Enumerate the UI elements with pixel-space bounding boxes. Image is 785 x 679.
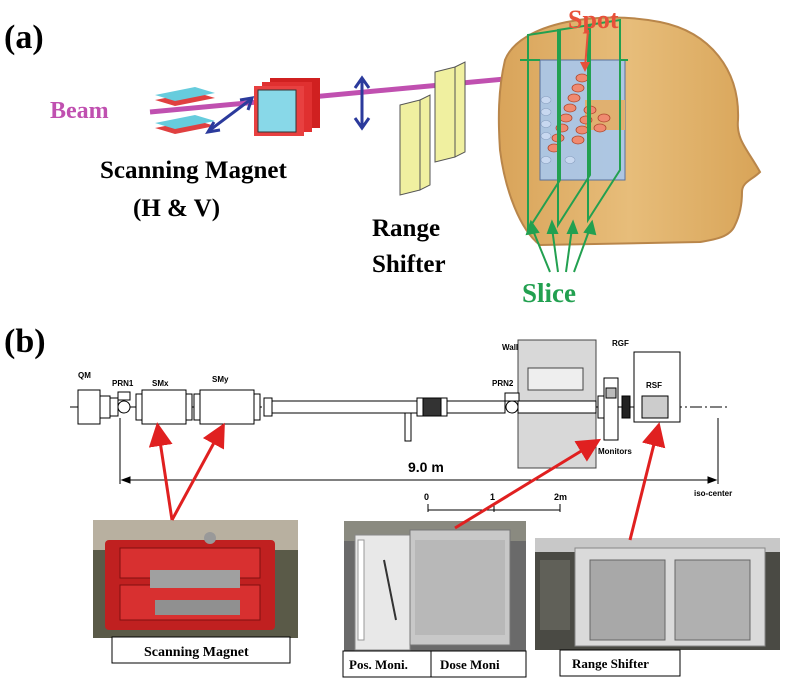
monitors-photo: [344, 521, 526, 651]
caption-box-range-shifter: [559, 649, 681, 677]
caption-box-pos-moni: [342, 650, 432, 678]
caption-scanning-magnet: Scanning Magnet: [144, 645, 249, 660]
scale-bar: [427, 504, 561, 512]
rgf-filter: [621, 395, 631, 419]
scanning-magnet-h-icon: [155, 87, 215, 134]
smy-label: SMy: [212, 375, 229, 384]
qm-label: QM: [78, 371, 91, 380]
horizontal-scan-arrow-icon: [205, 96, 255, 135]
panel-a-tag: (a): [4, 19, 44, 56]
beam-label: Beam: [50, 98, 109, 124]
distance-label: 9.0 m: [408, 459, 444, 475]
smx-magnet: [135, 389, 193, 425]
smy-magnet: [193, 389, 261, 425]
pointer-arrows: [148, 422, 666, 541]
range-shifter-plates-icon: [399, 61, 466, 196]
scale-tick-1: 1: [490, 492, 495, 502]
caption-box-dose-moni: [430, 650, 527, 678]
panel-b-tag: (b): [4, 323, 46, 360]
spot-map-icon: [539, 59, 626, 181]
rsf-label: RSF: [646, 381, 662, 390]
wall-label: Wall: [502, 343, 518, 352]
slice-arrows: [525, 219, 597, 273]
prn2-monitor: [504, 392, 520, 414]
caption-pos-moni: Pos. Moni.: [349, 657, 408, 672]
spot-arrow: [580, 29, 590, 72]
slice-label: Slice: [522, 278, 576, 308]
prn2-label: PRN2: [492, 379, 514, 388]
rgf-label: RGF: [612, 339, 629, 348]
monitors-unit: [597, 377, 619, 441]
prn1-label: PRN1: [112, 379, 134, 388]
scanning-magnet-v-icon: [254, 78, 320, 136]
rsf-unit: [633, 351, 681, 423]
iso-center-label: iso-center: [694, 489, 732, 498]
vacuum-pipe: [263, 397, 506, 442]
monitors-label: Monitors: [598, 447, 632, 456]
distance-dimension: [119, 418, 719, 484]
range-shifter-label-2: Shifter: [372, 251, 446, 278]
caption-box-scanning-magnet: [111, 636, 291, 664]
scale-tick-0: 0: [424, 492, 429, 502]
smx-label: SMx: [152, 379, 169, 388]
qm-magnet: [77, 389, 111, 425]
caption-range-shifter: Range Shifter: [572, 656, 649, 671]
hv-label: (H & V): [133, 195, 220, 222]
range-shifter-label-1: Range: [372, 215, 440, 242]
scanning-magnet-label: Scanning Magnet: [100, 157, 288, 184]
head-phantom-image: [497, 16, 762, 247]
prn1-monitor: [109, 391, 131, 417]
caption-dose-moni: Dose Moni: [440, 657, 500, 672]
scanning-magnet-photo: [93, 520, 298, 638]
vertical-scan-arrow-icon: [353, 75, 371, 131]
range-shifter-photo: [535, 538, 780, 650]
scale-tick-2: 2m: [554, 492, 567, 502]
spot-label: Spot: [568, 5, 619, 34]
slice-planes-icon: [520, 18, 628, 234]
